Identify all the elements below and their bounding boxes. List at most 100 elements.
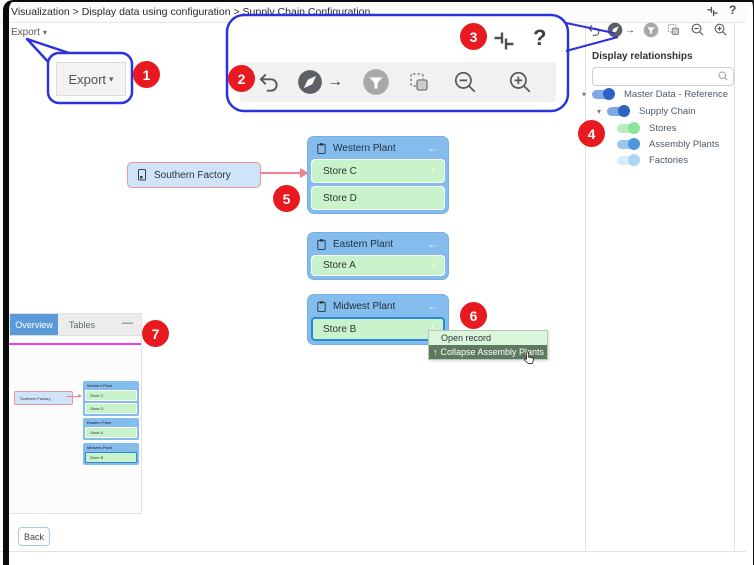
relationship-item-master-data[interactable]: ▾ Master Data - Reference — [582, 86, 728, 102]
relationship-item-supply-chain[interactable]: ▾ Supply Chain — [597, 103, 696, 119]
mini-store-row: Store D — [85, 403, 137, 414]
expand-all-button[interactable] — [607, 22, 623, 43]
menu-item-open-record[interactable]: Open record — [429, 331, 547, 345]
store-row-d[interactable]: Store D — [311, 186, 445, 210]
relationship-label: Master Data - Reference — [624, 88, 729, 100]
collapse-up-icon[interactable]: ↑ — [429, 323, 436, 335]
annotation-badge-3: 3 — [460, 23, 487, 50]
minimize-panel-button[interactable]: — — [122, 317, 133, 329]
help-button[interactable]: ? — [729, 3, 737, 17]
search-icon — [718, 71, 728, 81]
node-southern-factory[interactable]: Southern Factory — [127, 162, 261, 188]
collapse-left-icon: ← — [131, 419, 136, 426]
group-title: Midwest Plant — [333, 300, 396, 312]
store-label: Store A — [323, 260, 356, 271]
clipboard-icon — [316, 238, 327, 251]
mini-group-western-plant: Western Plant← Store C Store D — [83, 381, 139, 416]
store-row-a[interactable]: Store A ↑ — [311, 255, 445, 276]
magnified-export-label: Export — [68, 71, 107, 87]
toggle-factories[interactable] — [617, 154, 640, 166]
collapse-left-icon[interactable]: ← — [427, 141, 439, 155]
breadcrumb[interactable]: Visualization > Display data using confi… — [11, 6, 371, 18]
store-row-b[interactable]: Store B ↑ — [311, 317, 445, 341]
zoom-in-button[interactable] — [713, 22, 728, 42]
group-western-plant[interactable]: Western Plant ← Store C ↑ Store D — [308, 137, 448, 213]
undo-icon — [588, 24, 600, 36]
collapse-left-icon[interactable]: ← — [427, 299, 439, 313]
store-label: Store B — [323, 323, 357, 335]
undo-icon — [256, 69, 282, 100]
panel-right-edge — [734, 22, 735, 551]
toggle-supply-chain[interactable] — [607, 105, 631, 117]
exit-fullscreen-icon — [707, 6, 718, 17]
annotation-badge-5: 5 — [273, 185, 300, 212]
chevron-down-icon[interactable]: ▾ — [597, 106, 602, 116]
collapse-left-icon: ← — [131, 382, 136, 389]
collapse-up-icon: ↑ — [433, 347, 438, 357]
group-eastern-plant[interactable]: Eastern Plant ← Store A ↑ — [308, 233, 448, 279]
overview-panel[interactable]: Overview Tables — Southern Factory Weste… — [8, 313, 142, 514]
tab-tables[interactable]: Tables — [68, 319, 95, 330]
toggle-stores[interactable] — [617, 122, 640, 134]
collapse-up-icon[interactable]: ↑ — [430, 259, 437, 272]
relationship-item-assembly-plants[interactable]: Assembly Plants — [617, 136, 719, 152]
zoom-in-icon — [507, 69, 533, 100]
relationships-search-input[interactable] — [592, 67, 734, 86]
context-menu: Open record ↑ Collapse Assembly Plants — [428, 330, 548, 360]
relationship-label: Stores — [649, 122, 677, 134]
device-icon — [136, 168, 148, 182]
annotation-badge-6: 6 — [460, 302, 487, 329]
collapse-up-icon[interactable]: ↑ — [430, 165, 437, 177]
group-header[interactable]: Eastern Plant ← — [308, 233, 448, 255]
toggle-assembly-plants[interactable] — [617, 138, 640, 150]
mini-connector-arrowhead-icon — [78, 394, 82, 398]
store-row-c[interactable]: Store C ↑ — [311, 159, 445, 183]
export-dropdown[interactable]: Export▾ — [11, 27, 47, 38]
clipboard-icon — [316, 142, 327, 155]
exit-fullscreen-icon — [492, 29, 516, 58]
group-header[interactable]: Western Plant ← — [308, 137, 448, 159]
duplicate-icon — [407, 70, 431, 99]
group-header[interactable]: Midwest Plant ← — [308, 295, 448, 317]
relationship-item-factories[interactable]: Factories — [617, 152, 688, 168]
store-label: Store C — [323, 165, 357, 177]
exit-fullscreen-button[interactable] — [706, 5, 719, 23]
mini-store-row: Store B — [85, 452, 137, 463]
panel-divider — [585, 22, 586, 551]
relationship-item-stores[interactable]: Stores — [617, 120, 676, 136]
annotation-badge-2: 2 — [228, 65, 255, 92]
annotation-badge-4: 4 — [578, 120, 605, 147]
magnified-help-label: ? — [533, 25, 547, 50]
back-button[interactable]: Back — [18, 527, 50, 546]
relationship-connector — [260, 172, 302, 174]
filter-button[interactable] — [643, 22, 659, 43]
filter-icon — [643, 22, 659, 38]
compass-icon — [607, 22, 623, 38]
arrow-right-icon: → — [625, 25, 635, 36]
zoom-out-button[interactable] — [690, 22, 705, 42]
connector-arrowhead-icon — [300, 168, 309, 178]
group-midwest-plant[interactable]: Midwest Plant ← Store B ↑ — [308, 295, 448, 344]
menu-item-collapse-assembly-plants[interactable]: ↑ Collapse Assembly Plants — [429, 345, 547, 359]
filter-icon — [362, 68, 390, 101]
relationship-label: Assembly Plants — [649, 138, 720, 150]
mouse-cursor-icon — [524, 351, 534, 364]
mini-store-row: Store C — [85, 390, 137, 401]
mini-connector — [66, 396, 80, 397]
arrow-right-icon: → — [327, 73, 343, 90]
compass-icon — [297, 69, 323, 100]
duplicate-button[interactable] — [666, 22, 681, 42]
magnified-export-button: Export▾ — [56, 62, 126, 96]
menu-item-label: Collapse Assembly Plants — [440, 347, 545, 357]
group-title: Eastern Plant — [333, 238, 394, 250]
mini-node-southern-factory: Southern Factory — [14, 391, 73, 405]
undo-button[interactable] — [586, 22, 602, 43]
duplicate-icon — [668, 24, 679, 35]
tab-overview[interactable]: Overview — [10, 314, 58, 335]
chevron-down-icon: ▾ — [109, 73, 114, 84]
toggle-master-data[interactable] — [592, 88, 616, 100]
export-label: Export — [11, 27, 40, 38]
chevron-down-icon[interactable]: ▾ — [582, 89, 587, 99]
collapse-left-icon[interactable]: ← — [427, 237, 439, 251]
